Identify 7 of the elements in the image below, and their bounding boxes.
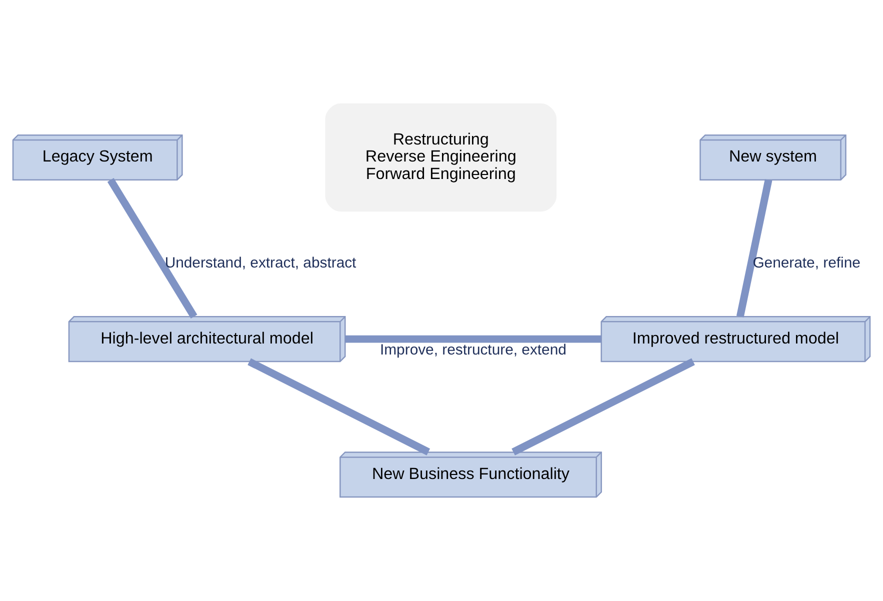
edge-label: Understand, extract, abstract bbox=[164, 254, 356, 272]
connector bbox=[345, 335, 601, 343]
connector bbox=[248, 358, 430, 456]
connector bbox=[512, 358, 695, 456]
connector bbox=[107, 178, 198, 319]
edge-label: Improve, restructure, extend bbox=[380, 342, 566, 359]
connector bbox=[736, 179, 772, 318]
